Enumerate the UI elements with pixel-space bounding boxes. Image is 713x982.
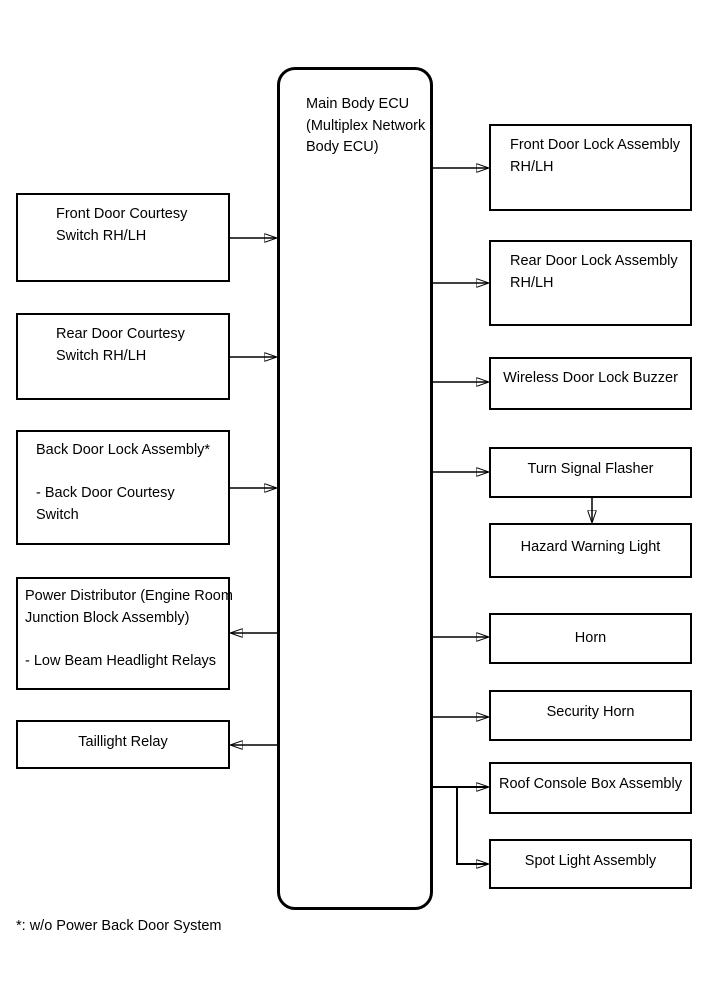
main-body-ecu-box: Main Body ECU (Multiplex Network Body EC… bbox=[277, 67, 433, 910]
horn-box: Horn bbox=[489, 613, 692, 664]
security-horn-box: Security Horn bbox=[489, 690, 692, 741]
rear-door-lock-assembly-box: Rear Door Lock Assembly RH/LH bbox=[489, 240, 692, 326]
roof-console-box-assembly-box: Roof Console Box Assembly bbox=[489, 762, 692, 814]
turn-signal-flasher-box: Turn Signal Flasher bbox=[489, 447, 692, 498]
back-door-lock-assembly-box: Back Door Lock Assembly* - Back Door Cou… bbox=[16, 430, 230, 545]
front-door-lock-assembly-box: Front Door Lock Assembly RH/LH bbox=[489, 124, 692, 211]
footnote-text: *: w/o Power Back Door System bbox=[16, 918, 222, 934]
power-distributor-box: Power Distributor (Engine Room Junction … bbox=[16, 577, 233, 690]
front-door-courtesy-switch-box: Front Door Courtesy Switch RH/LH bbox=[16, 193, 230, 282]
wireless-door-lock-buzzer-box: Wireless Door Lock Buzzer bbox=[489, 357, 692, 410]
arrow-ecu-branch-to-spot-light bbox=[456, 787, 488, 864]
taillight-relay-box: Taillight Relay bbox=[16, 720, 230, 769]
spot-light-assembly-box: Spot Light Assembly bbox=[489, 839, 692, 889]
rear-door-courtesy-switch-box: Rear Door Courtesy Switch RH/LH bbox=[16, 313, 230, 400]
hazard-warning-light-box: Hazard Warning Light bbox=[489, 523, 692, 578]
